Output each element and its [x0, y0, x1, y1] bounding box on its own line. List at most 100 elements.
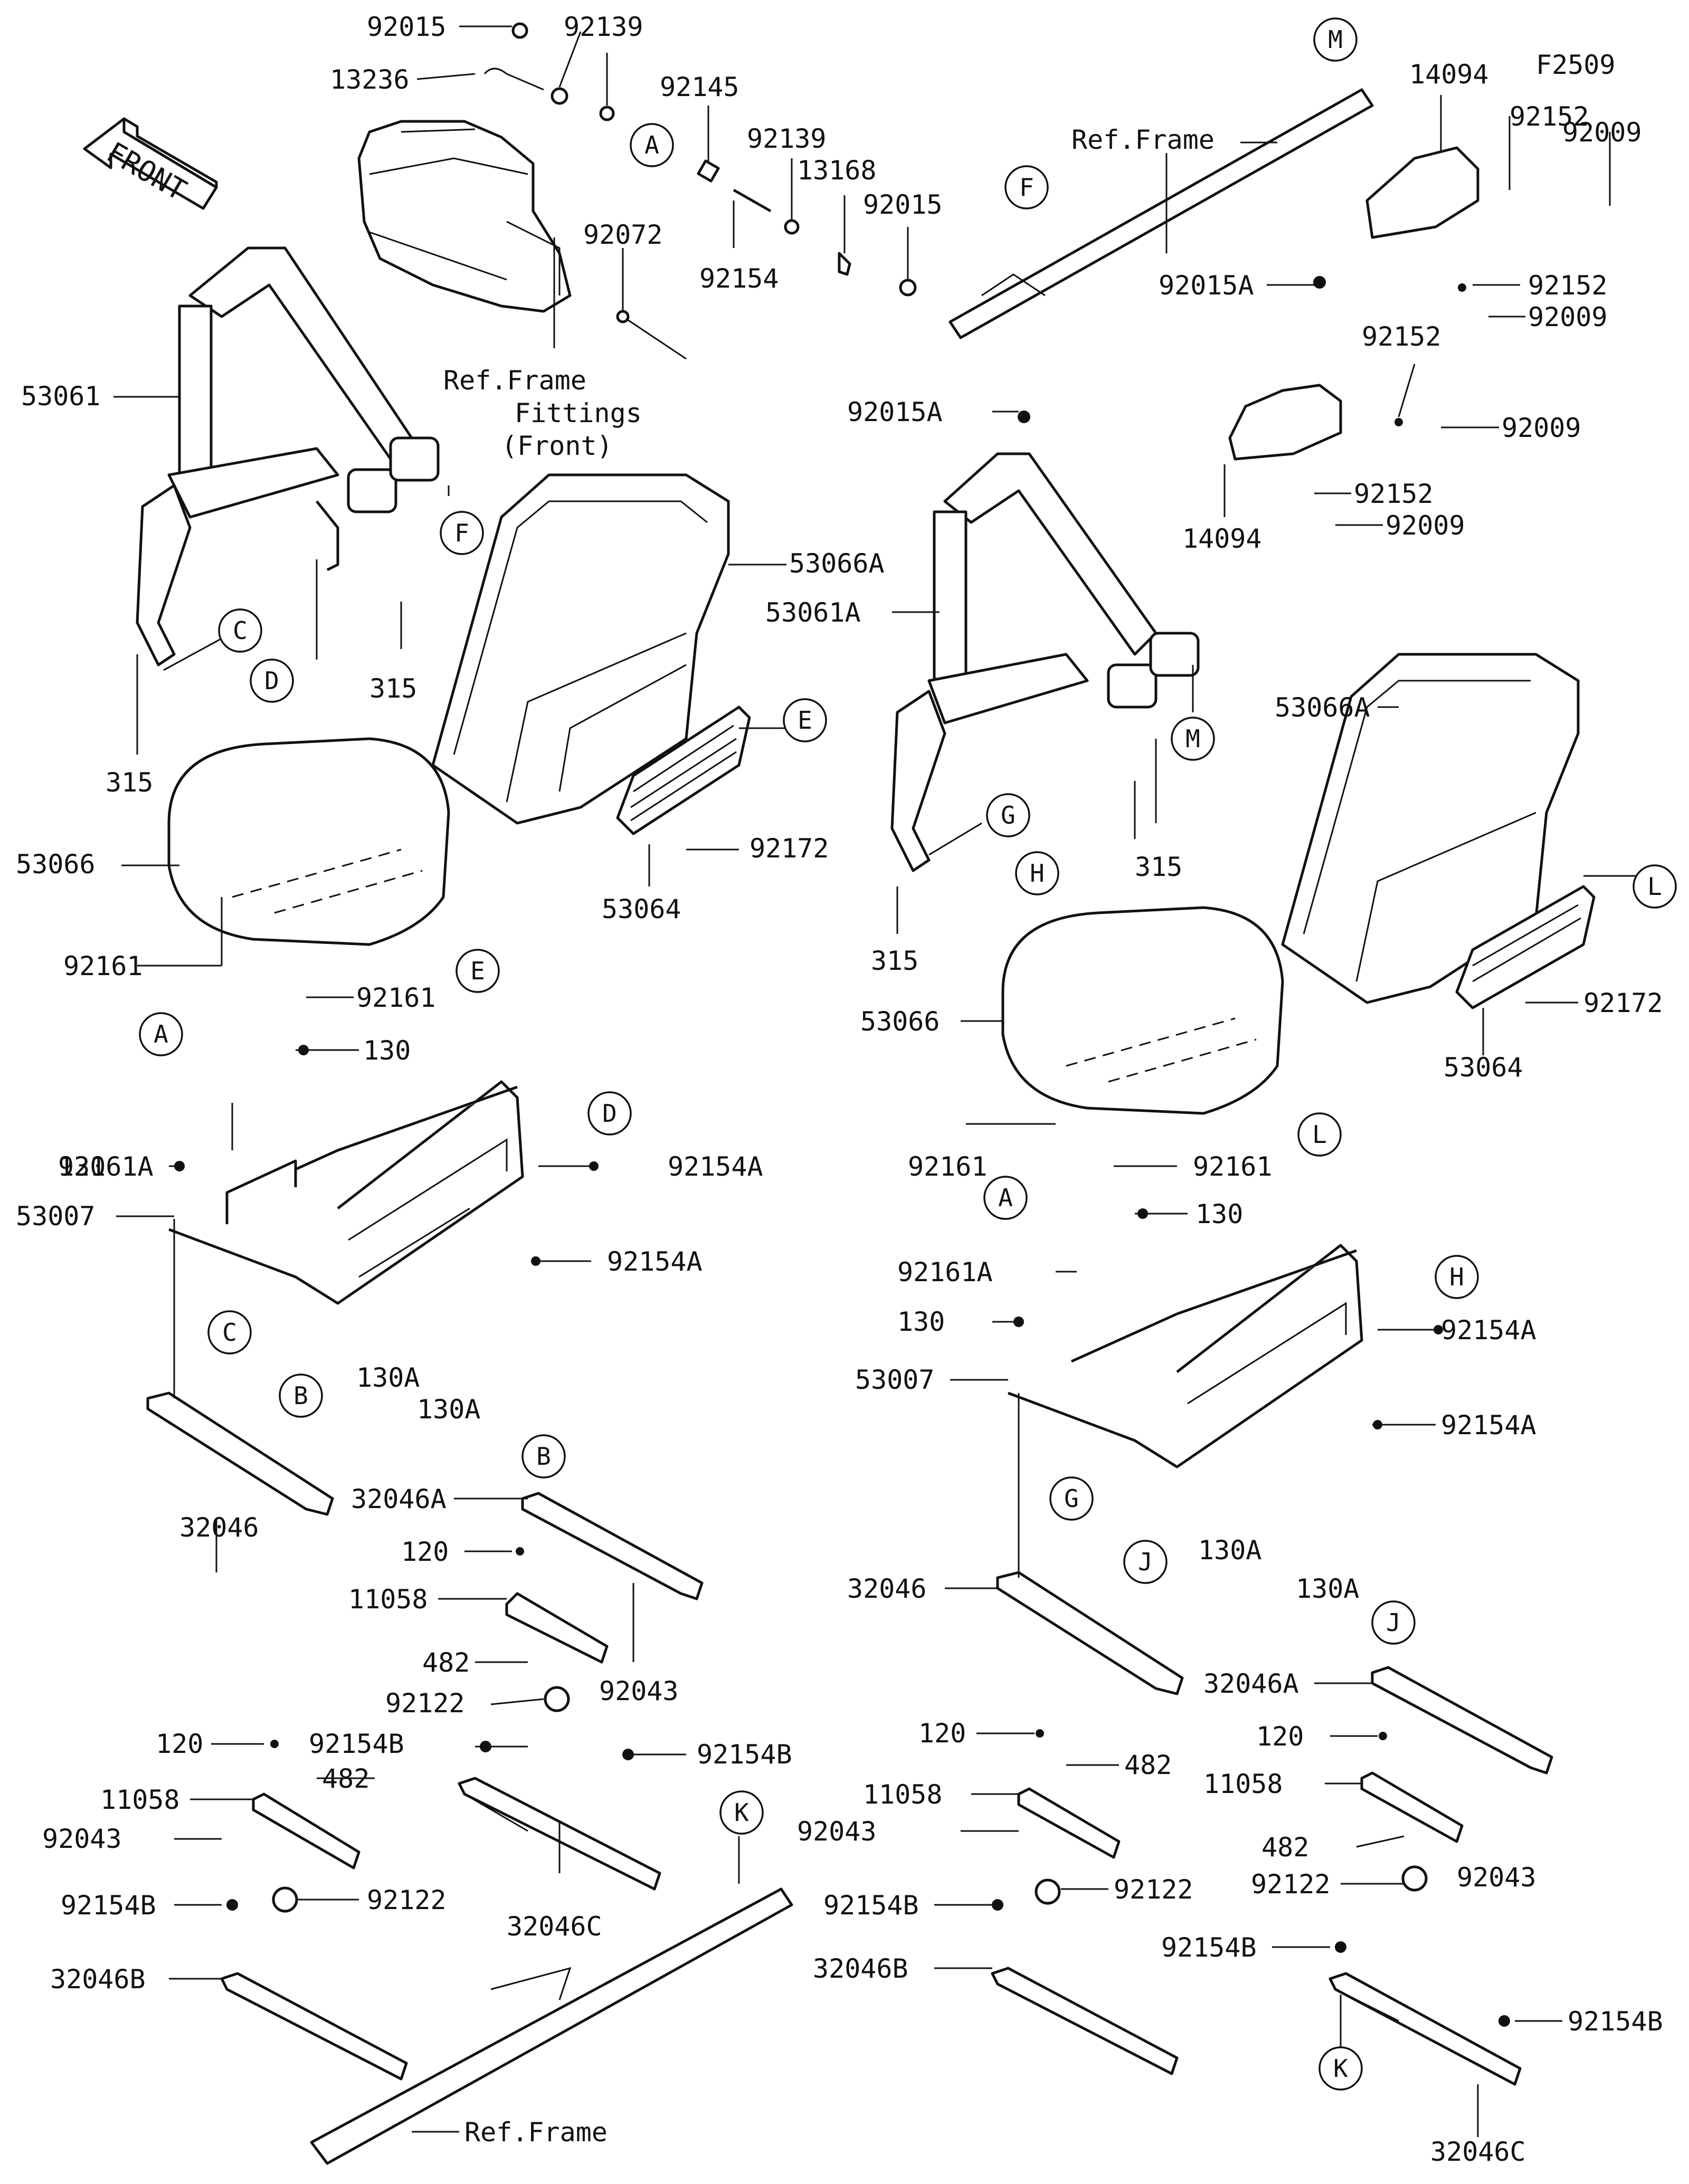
collar-92145 — [697, 159, 720, 183]
label-92154B: 92154B — [61, 1890, 156, 1921]
slider-11058-left-a — [505, 1592, 609, 1664]
callout-G: G — [986, 793, 1030, 837]
label-92043: 92043 — [797, 1816, 877, 1847]
svg-text:A: A — [644, 131, 659, 159]
svg-text:L: L — [1647, 872, 1662, 901]
callout-A: A — [630, 123, 674, 167]
label-315: 315 — [106, 767, 153, 798]
callout-H: H — [1015, 851, 1059, 895]
rail-32046A-left — [521, 1492, 704, 1600]
label-fittings: Fittings — [515, 398, 642, 428]
svg-text:B: B — [293, 1381, 308, 1410]
label-32046: 32046 — [847, 1573, 927, 1604]
label-11058: 11058 — [100, 1785, 180, 1815]
svg-text:M: M — [1185, 724, 1200, 753]
label-53064: 53064 — [1444, 1052, 1523, 1083]
label-92172: 92172 — [749, 833, 829, 864]
label-92043: 92043 — [599, 1676, 679, 1706]
label-92139: 92139 — [747, 123, 827, 154]
label-53066A: 53066A — [789, 548, 885, 579]
label-92172: 92172 — [1583, 988, 1663, 1018]
label-92015: 92015 — [367, 12, 447, 42]
label-130A: 130A — [356, 1362, 420, 1393]
rail-32046B-right — [991, 1967, 1179, 2075]
rail-32046-left — [146, 1391, 334, 1516]
label-120: 120 — [401, 1537, 449, 1567]
label-92161A: 92161A — [897, 1257, 993, 1287]
label-32046A: 32046A — [1203, 1668, 1299, 1699]
part-labels: 92015 92139 13236 92145 92139 13168 9201… — [16, 12, 1663, 2167]
callout-D: D — [250, 659, 294, 703]
label-92154B: 92154B — [1568, 2006, 1663, 2037]
label-92161: 92161 — [908, 1151, 988, 1182]
label-53007: 53007 — [16, 1201, 96, 1232]
label-482: 482 — [1261, 1832, 1309, 1863]
slider-11058-right-a — [1017, 1787, 1121, 1859]
label-92009: 92009 — [1562, 117, 1642, 148]
svg-text:K: K — [734, 1798, 749, 1827]
label-315: 315 — [369, 673, 417, 704]
label-92122: 92122 — [1251, 1869, 1331, 1900]
svg-text:G: G — [1001, 801, 1016, 829]
label-130A: 130A — [417, 1394, 480, 1425]
label-120: 120 — [156, 1729, 203, 1759]
label-92154B: 92154B — [697, 1739, 792, 1770]
svg-text:A: A — [154, 1020, 168, 1048]
svg-text:M: M — [1328, 25, 1343, 54]
diagram-code: F2509 — [1536, 50, 1616, 80]
nut-92015b — [899, 279, 917, 297]
front-cover-part — [357, 120, 572, 313]
callout-L: L — [1633, 864, 1677, 909]
callout-E: E — [456, 949, 500, 993]
label-120: 120 — [918, 1718, 966, 1749]
label-92161: 92161 — [1193, 1151, 1273, 1182]
label-11058: 11058 — [863, 1779, 943, 1810]
label-92009: 92009 — [1386, 510, 1465, 541]
callout-M: M — [1313, 17, 1358, 62]
seat-back-53066A-right — [1281, 653, 1580, 1004]
cable-13236 — [483, 68, 544, 91]
label-130: 130 — [897, 1306, 945, 1337]
label-53066A: 53066A — [1275, 692, 1370, 723]
fasteners — [174, 276, 1510, 2027]
svg-text:L: L — [1312, 1120, 1327, 1149]
label-92072: 92072 — [583, 220, 663, 250]
rail-32046-right — [996, 1571, 1184, 1695]
label-92043: 92043 — [1457, 1862, 1536, 1893]
svg-text:E: E — [470, 957, 485, 985]
label-130A: 130A — [1296, 1573, 1359, 1604]
seat-back-53066A-left — [431, 473, 730, 825]
svg-text:D: D — [264, 666, 279, 695]
seat-belt-53061 — [136, 246, 440, 666]
label-92154: 92154 — [699, 263, 779, 294]
leader-lines — [113, 25, 1636, 2137]
callout-H: H — [1435, 1255, 1479, 1299]
label-92009: 92009 — [1528, 302, 1608, 332]
label-92161: 92161 — [63, 951, 143, 981]
callout-C: C — [207, 1310, 252, 1355]
label-32046A: 32046A — [351, 1484, 447, 1514]
label-92161: 92161 — [356, 983, 436, 1013]
callout-F: F — [440, 511, 484, 555]
label-92154A: 92154A — [1441, 1410, 1536, 1441]
label-53064: 53064 — [602, 894, 681, 924]
label-ref-frame: Ref.Frame — [443, 365, 586, 396]
callout-G: G — [1049, 1476, 1094, 1521]
callout-B: B — [521, 1434, 566, 1479]
label-14094: 14094 — [1409, 59, 1489, 90]
label-92009: 92009 — [1502, 413, 1581, 443]
seat-cushion-53066-right — [1001, 906, 1284, 1115]
svg-text:F: F — [454, 519, 469, 547]
callout-F: F — [1004, 165, 1049, 209]
svg-text:H: H — [1030, 859, 1045, 888]
callout-L: L — [1297, 1112, 1342, 1157]
label-92154A: 92154A — [668, 1151, 763, 1182]
bolt-92154 — [733, 188, 772, 213]
label-130: 130 — [1195, 1199, 1243, 1229]
label-92152: 92152 — [1362, 321, 1441, 352]
label-92154A: 92154A — [607, 1246, 703, 1277]
callout-E: E — [783, 698, 827, 742]
label-32046C: 32046C — [507, 1911, 602, 1942]
svg-text:J: J — [1386, 1608, 1401, 1637]
label-92122: 92122 — [385, 1688, 465, 1719]
